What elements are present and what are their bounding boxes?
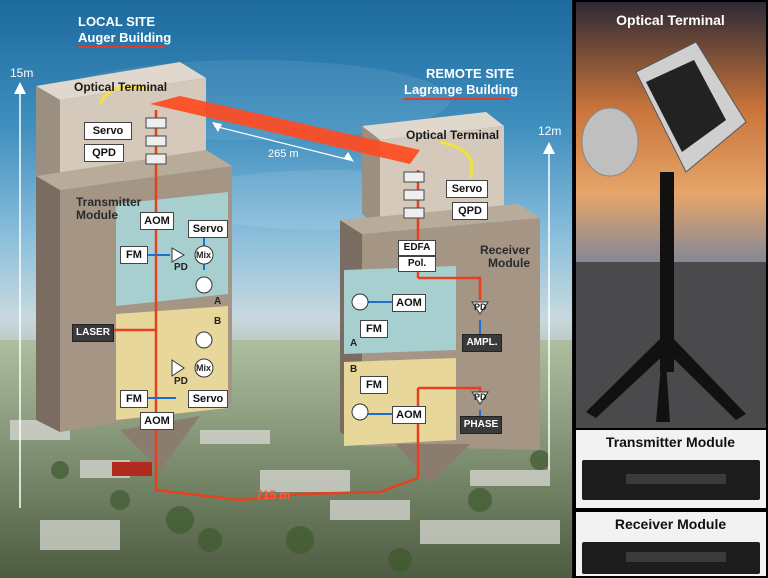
rx-fm-b: FM	[360, 376, 388, 394]
tx-servo-a: Servo	[188, 220, 228, 238]
tx-terminal-title: Optical Terminal	[74, 80, 168, 94]
fiber-distance: 715 m	[256, 488, 291, 502]
local-height-label: 15m	[10, 66, 34, 80]
remote-site-underline	[404, 98, 510, 100]
photo-title-optical-terminal: Optical Terminal	[616, 12, 725, 28]
remote-site-title: REMOTE SITE	[426, 66, 515, 81]
photo-panel: Optical Terminal Transmitter Module Rece…	[573, 0, 768, 578]
rx-fm-a: FM	[360, 320, 388, 338]
rx-terminal-title: Optical Terminal	[406, 128, 500, 142]
remote-height-label: 12m	[538, 124, 562, 138]
rx-phase-box: PHASE	[460, 416, 502, 434]
tx-mix-a: Mix	[196, 250, 212, 260]
rx-pd-b: PD	[474, 392, 487, 402]
rx-pd-a: PD	[474, 302, 487, 312]
optical-terminal-photo	[576, 2, 766, 428]
rx-ampl-box: AMPL.	[462, 334, 502, 352]
photo-title-transmitter-module: Transmitter Module	[605, 434, 736, 450]
tx-module-b-label: B	[214, 316, 222, 327]
rx-pol-box: Pol.	[398, 256, 436, 272]
tx-servo-b: Servo	[188, 390, 228, 408]
tx-module-a-label: A	[214, 296, 222, 307]
receiver-module-photo	[576, 512, 766, 576]
local-site-title: LOCAL SITE	[78, 14, 156, 29]
tx-qpd-box: QPD	[84, 144, 124, 162]
local-site-building: Auger Building	[78, 30, 172, 45]
tx-laser-box: LASER	[72, 324, 114, 342]
rx-module-title: Receiver Module	[479, 243, 530, 270]
rx-module-a-label: A	[350, 338, 358, 349]
tx-aom-a: AOM	[140, 212, 174, 230]
tx-fm-b: FM	[120, 390, 148, 408]
photo-title-receiver-module: Receiver Module	[614, 516, 727, 532]
tx-pd-b: PD	[174, 376, 188, 387]
tx-module-title: Transmitter Module	[76, 195, 142, 222]
tx-servo-box: Servo	[84, 122, 132, 140]
local-site-underline	[78, 46, 166, 48]
rx-module-b-label: B	[350, 364, 358, 375]
diagram-scene: LOCAL SITE Auger Building REMOTE SITE La…	[0, 0, 572, 578]
tx-aom-b: AOM	[140, 412, 174, 430]
background-art	[0, 60, 572, 578]
rx-aom-a: AOM	[392, 294, 426, 312]
tx-fm-a: FM	[120, 246, 148, 264]
free-space-distance: 265 m	[268, 148, 299, 160]
transmitter-module-photo	[576, 430, 766, 508]
rx-servo-box: Servo	[446, 180, 488, 198]
remote-site-building: Lagrange Building	[404, 82, 519, 97]
rx-qpd-box: QPD	[452, 202, 488, 220]
tx-pd-a: PD	[174, 262, 188, 273]
rx-edfa-box: EDFA	[398, 240, 436, 256]
tx-mix-b: Mix	[196, 363, 212, 373]
rx-aom-b: AOM	[392, 406, 426, 424]
